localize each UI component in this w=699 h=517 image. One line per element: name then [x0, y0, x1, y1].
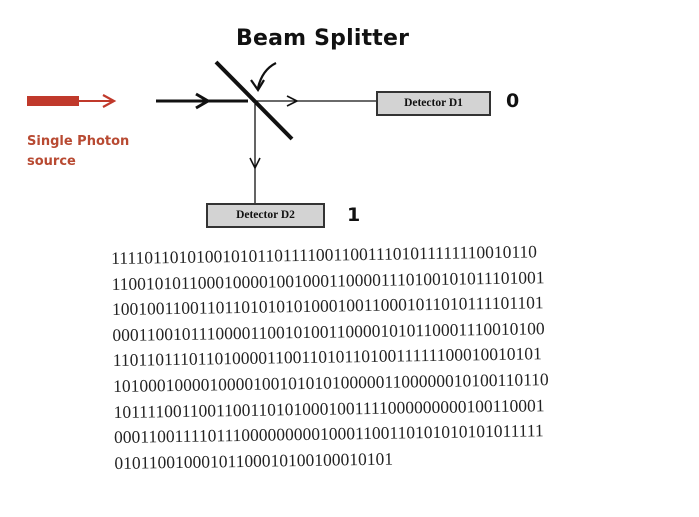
splitter-pointer-arrow	[256, 62, 277, 89]
photon-source-icon	[27, 94, 117, 108]
binary-output: 1111011010100101011011110011001110101111…	[111, 237, 695, 476]
transmitted-beam	[252, 95, 376, 107]
source-label: Single Photon source	[27, 134, 130, 169]
detector-d1: Detector D1	[376, 91, 491, 116]
reflected-beam	[249, 104, 261, 203]
beam-splitter-diagram	[27, 60, 376, 203]
detector-d2-bit: 1	[347, 204, 361, 226]
detector-d1-bit: 0	[506, 90, 520, 112]
incoming-beam	[156, 92, 248, 110]
diagram-title: Beam Splitter	[236, 26, 410, 51]
detector-d2: Detector D2	[206, 203, 325, 228]
